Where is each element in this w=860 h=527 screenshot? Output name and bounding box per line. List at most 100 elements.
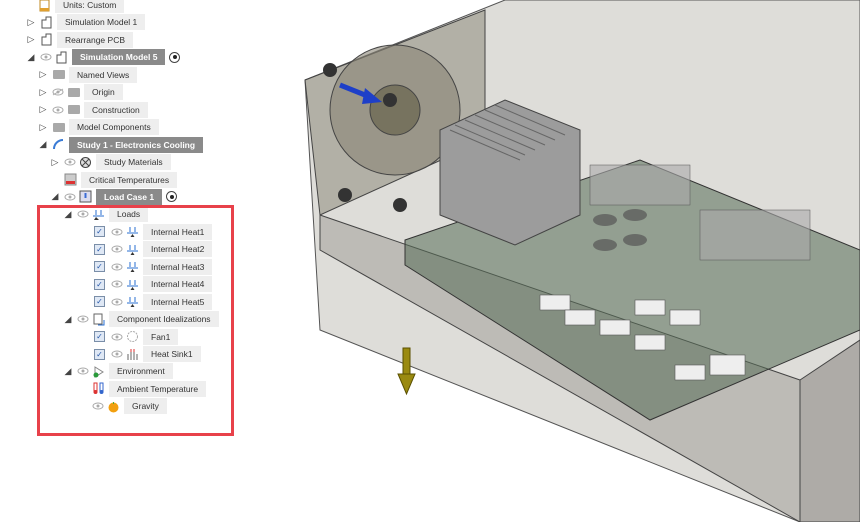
visibility-eye-icon[interactable] [111, 350, 123, 358]
visibility-eye-icon[interactable] [111, 333, 123, 341]
expand-icon[interactable]: ▷ [27, 16, 35, 27]
expand-icon[interactable]: ▷ [39, 86, 47, 97]
visibility-eye-icon[interactable] [64, 158, 76, 166]
collapse-icon[interactable]: ◢ [39, 139, 47, 150]
tree-item-label: Gravity [124, 398, 167, 415]
internal-heat-icon [126, 225, 139, 238]
visibility-eye-icon[interactable] [77, 367, 89, 375]
collapse-icon[interactable]: ◢ [64, 313, 72, 324]
loads-icon [92, 208, 105, 221]
collapse-icon[interactable]: ◢ [64, 208, 72, 219]
load-case-icon [79, 190, 92, 203]
visibility-eye-icon[interactable] [40, 53, 52, 61]
tree-item-label: Simulation Model 1 [57, 14, 146, 31]
heat-sink-icon [126, 348, 139, 361]
visibility-eye-icon[interactable] [77, 210, 89, 218]
tree-item-label: Heat Sink1 [143, 346, 201, 362]
tree-item[interactable]: ✓ Internal Heat4 [94, 276, 213, 293]
internal-heat-icon [126, 260, 139, 273]
critical-temperatures-icon [64, 173, 77, 186]
tree-item[interactable]: ▷Rearrange PCB [26, 31, 134, 48]
tree-item-label: Origin [84, 84, 123, 101]
tree-item[interactable]: Units: Custom [38, 0, 125, 13]
folder-icon [67, 103, 80, 116]
expand-icon[interactable]: ▷ [27, 34, 35, 45]
visibility-eye-icon[interactable] [111, 228, 123, 236]
checkbox[interactable]: ✓ [94, 278, 105, 290]
activate-radio-icon[interactable] [166, 191, 178, 203]
highlight-box [37, 205, 234, 436]
visibility-eye-icon[interactable] [111, 280, 123, 288]
tree-item-label: Component Idealizations [109, 311, 219, 328]
expand-icon[interactable]: ▷ [39, 69, 47, 80]
visibility-eye-icon[interactable] [111, 263, 123, 271]
expand-icon[interactable]: ▷ [51, 156, 59, 167]
gravity-arrow [397, 347, 416, 396]
collapse-icon[interactable]: ◢ [51, 191, 59, 202]
tree-item[interactable]: ✓ Internal Heat5 [94, 293, 213, 310]
tree-item[interactable]: Ambient Temperature [92, 380, 207, 397]
tree-item[interactable]: ▷ Study Materials [50, 154, 171, 171]
checkbox[interactable]: ✓ [94, 226, 105, 238]
tree-item[interactable]: ✓Fan1 [94, 328, 179, 345]
tree-item[interactable]: ◢Simulation Model 5 [26, 49, 181, 66]
checkbox[interactable]: ✓ [94, 348, 105, 360]
tree-item-label: Units: Custom [55, 0, 125, 13]
tree-item[interactable]: ✓ Heat Sink1 [94, 346, 201, 362]
tree-item[interactable]: ◢Loads [63, 206, 149, 223]
checkbox[interactable]: ✓ [94, 296, 105, 308]
tree-item-label: Study 1 - Electronics Cooling [69, 136, 204, 153]
folder-icon [52, 121, 65, 134]
collapse-icon[interactable]: ◢ [27, 51, 35, 62]
tree-item-label: Named Views [69, 66, 138, 83]
tree-item-label: Internal Heat5 [143, 293, 213, 310]
visibility-eye-icon[interactable] [77, 315, 89, 323]
internal-heat-icon [126, 278, 139, 291]
tree-item-label: Ambient Temperature [109, 380, 207, 397]
tree-item[interactable]: ▷ Named Views [38, 66, 138, 83]
tree-item-label: Internal Heat4 [143, 276, 213, 293]
visibility-eye-icon[interactable] [64, 193, 76, 201]
model-icon [55, 51, 68, 64]
tree-item[interactable]: ◢ Environment [63, 363, 173, 380]
folder-icon [67, 86, 80, 99]
tree-item-label: Critical Temperatures [81, 171, 178, 188]
tree-item[interactable]: Gravity [92, 398, 167, 415]
expand-icon[interactable]: ▷ [39, 104, 47, 115]
visibility-eye-icon[interactable] [52, 106, 64, 114]
thermometer-icon [92, 382, 105, 395]
heat-sink [439, 99, 581, 246]
collapse-icon[interactable]: ◢ [64, 365, 72, 376]
tree-item-label: Construction [84, 101, 148, 118]
checkbox[interactable]: ✓ [94, 331, 105, 343]
tree-item-label: Study Materials [96, 154, 171, 171]
internal-heat-icon [126, 295, 139, 308]
tree-item[interactable]: ✓ Internal Heat1 [94, 223, 213, 240]
tree-item[interactable]: ▷ Simulation Model 1 [26, 14, 146, 31]
expand-icon[interactable]: ▷ [39, 121, 47, 132]
checkbox[interactable]: ✓ [94, 261, 105, 273]
checkbox[interactable]: ✓ [94, 243, 105, 255]
hidden-eye-icon[interactable] [52, 88, 64, 96]
idealizations-icon [92, 313, 105, 326]
tree-item-label: Environment [109, 363, 173, 380]
tree-item[interactable]: ✓ Internal Heat2 [94, 241, 213, 258]
tree-item[interactable]: ◢ Component Idealizations [63, 311, 219, 328]
model-icon [40, 33, 53, 46]
tree-item-label: Internal Heat1 [143, 223, 213, 240]
3d-viewport[interactable] [240, 0, 860, 523]
folder-icon [52, 68, 65, 81]
visibility-eye-icon[interactable] [92, 402, 104, 410]
tree-item-label: Internal Heat3 [143, 258, 213, 275]
tree-item[interactable]: ▷Model Components [38, 119, 159, 136]
visibility-eye-icon[interactable] [111, 298, 123, 306]
tree-item[interactable]: ◢Load Case 1 [50, 188, 178, 205]
tree-item[interactable]: ✓ Internal Heat3 [94, 258, 213, 275]
tree-item-label: Internal Heat2 [143, 241, 213, 258]
visibility-eye-icon[interactable] [111, 245, 123, 253]
activate-radio-icon[interactable] [169, 51, 181, 63]
tree-item[interactable]: ▷ Construction [38, 101, 148, 118]
tree-item[interactable]: Critical Temperatures [64, 171, 178, 188]
tree-item[interactable]: ▷ Origin [38, 84, 123, 101]
tree-item[interactable]: ◢ Study 1 - Electronics Cooling [38, 136, 204, 153]
